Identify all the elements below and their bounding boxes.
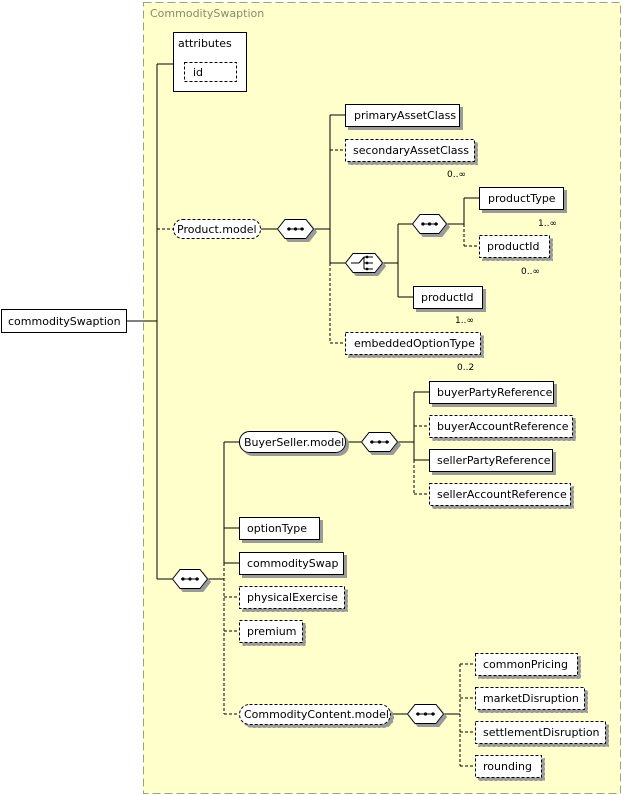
element-label: primaryAssetClass <box>354 109 456 122</box>
sequence-compositor-commoditycontent[interactable] <box>406 704 445 724</box>
group-buyerseller-model[interactable]: BuyerSeller.model <box>239 431 346 453</box>
element-label: commonPricing <box>483 658 568 671</box>
element-secondary-asset-class[interactable]: secondaryAssetClass <box>345 139 475 162</box>
element-embedded-option-type[interactable]: embeddedOptionType <box>345 332 481 355</box>
element-product-id-optional[interactable]: productId <box>479 235 550 258</box>
element-label: commoditySwaption <box>8 315 121 328</box>
element-physical-exercise[interactable]: physicalExercise <box>239 586 345 609</box>
connector-lines <box>127 63 479 767</box>
attribute-id[interactable] <box>184 62 237 82</box>
element-label: buyerAccountReference <box>437 420 569 433</box>
sequence-compositor-product-type[interactable] <box>411 214 448 234</box>
element-seller-party-reference[interactable]: sellerPartyReference <box>429 449 553 472</box>
element-product-id[interactable]: productId <box>413 286 483 309</box>
element-label: productId <box>421 291 474 304</box>
attribute-id-label: id <box>193 66 203 79</box>
element-label: sellerPartyReference <box>437 454 551 467</box>
cardinality-secondary-asset-class: 0..∞ <box>447 170 466 180</box>
cardinality-product-id: 1..∞ <box>455 316 474 326</box>
element-label: marketDisruption <box>483 692 579 705</box>
element-label: settlementDisruption <box>483 726 600 739</box>
element-label: sellerAccountReference <box>437 488 567 501</box>
attributes-label: attributes <box>178 37 232 50</box>
element-label: commoditySwap <box>247 557 339 570</box>
element-label: premium <box>247 625 297 638</box>
group-label: BuyerSeller.model <box>244 436 344 449</box>
element-premium[interactable]: premium <box>239 620 303 643</box>
element-label: embeddedOptionType <box>354 337 475 350</box>
element-market-disruption[interactable]: marketDisruption <box>475 687 585 710</box>
element-common-pricing[interactable]: commonPricing <box>475 653 578 676</box>
element-seller-account-reference[interactable]: sellerAccountReference <box>429 483 571 506</box>
group-product-model[interactable]: Product.model <box>173 219 261 239</box>
group-label: Product.model <box>177 223 257 236</box>
choice-compositor[interactable] <box>344 253 384 273</box>
element-commodityswaption[interactable]: commoditySwaption <box>1 309 127 333</box>
sequence-compositor-buyerseller[interactable] <box>360 432 399 452</box>
element-label: secondaryAssetClass <box>353 144 469 157</box>
element-option-type[interactable]: optionType <box>239 517 320 540</box>
cardinality-embedded-option-type: 0..2 <box>457 363 474 373</box>
element-rounding[interactable]: rounding <box>475 755 542 778</box>
element-primary-asset-class[interactable]: primaryAssetClass <box>345 104 460 127</box>
sequence-compositor-product[interactable] <box>276 219 315 239</box>
attributes-box[interactable]: attributes id <box>173 32 247 92</box>
group-commoditycontent-model[interactable]: CommodityContent.model <box>239 704 391 725</box>
element-product-type[interactable]: productType <box>479 187 564 210</box>
element-label: rounding <box>483 760 532 773</box>
element-label: buyerPartyReference <box>437 386 553 399</box>
group-label: CommodityContent.model <box>244 708 389 721</box>
element-label: physicalExercise <box>247 591 338 604</box>
cardinality-product-type: 1..∞ <box>538 219 557 229</box>
cardinality-product-id-optional: 0..∞ <box>521 267 540 277</box>
sequence-compositor-main[interactable] <box>171 569 209 589</box>
element-label: optionType <box>247 522 307 535</box>
element-label: productId <box>487 240 540 253</box>
region-title: CommoditySwaption <box>150 7 264 20</box>
element-buyer-account-reference[interactable]: buyerAccountReference <box>429 415 573 438</box>
element-commodity-swap[interactable]: commoditySwap <box>239 552 344 575</box>
element-settlement-disruption[interactable]: settlementDisruption <box>475 721 606 744</box>
element-label: productType <box>488 192 556 205</box>
element-buyer-party-reference[interactable]: buyerPartyReference <box>429 381 554 404</box>
